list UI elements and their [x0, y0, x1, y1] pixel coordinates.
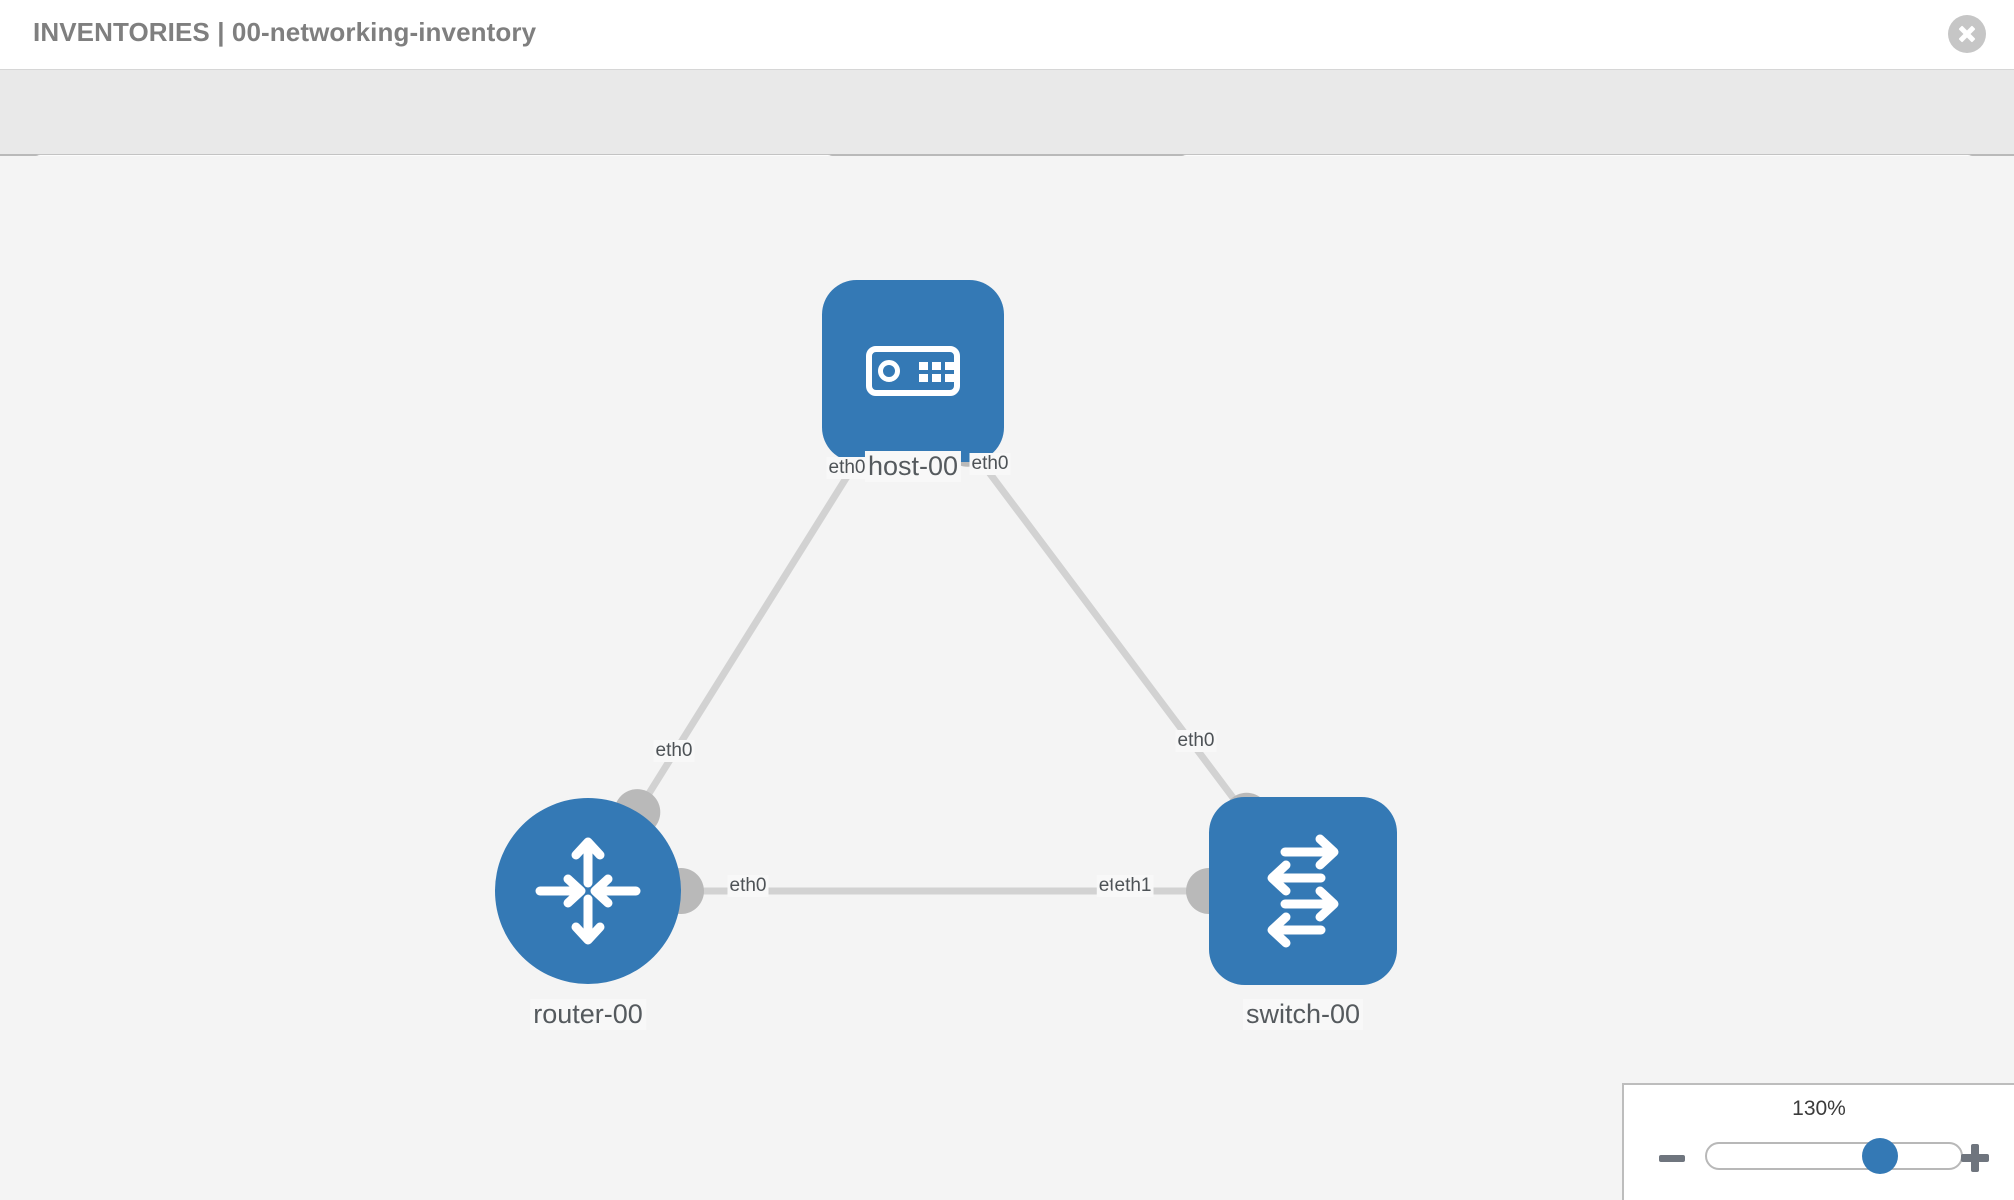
interface-label: eth0: [1175, 730, 1217, 752]
topology-graph: [495, 280, 1397, 985]
interface-label: eth0: [727, 875, 769, 897]
interface-label: eth1: [1112, 875, 1154, 897]
interface-label: eth0: [969, 453, 1011, 475]
plus-icon-vertical: [1971, 1144, 1979, 1172]
node-label-switch-00: switch-00: [1242, 999, 1364, 1030]
zoom-out-button[interactable]: [1657, 1143, 1687, 1173]
topology-node-router-00[interactable]: [495, 798, 681, 984]
zoom-control-panel: 130%: [1622, 1083, 2014, 1200]
topology-links: [634, 441, 1250, 895]
topology-nodes: [495, 280, 1397, 985]
zoom-in-button[interactable]: [1960, 1143, 1990, 1173]
topology-canvas[interactable]: host-00 router-00 switch-00 eth0 eth0 eth0 eth…: [0, 156, 2014, 1200]
zoom-level-value: 130%: [1792, 1097, 1846, 1120]
topology-ports: [614, 420, 1270, 914]
toolbar: ACTIONS SEARCH: [0, 70, 2014, 206]
zoom-slider[interactable]: [1705, 1138, 1963, 1174]
node-label-router-00: router-00: [530, 999, 646, 1030]
topology-node-host-00[interactable]: [822, 280, 1004, 462]
node-label-host-00: host-00: [864, 451, 962, 482]
zoom-slider-thumb[interactable]: [1861, 1138, 1898, 1174]
minus-icon: [1659, 1155, 1685, 1162]
topology-link[interactable]: [964, 441, 1250, 818]
topology-node-switch-00[interactable]: [1209, 797, 1397, 985]
interface-label: eth0: [826, 457, 868, 479]
interface-label: eth0: [653, 740, 695, 762]
close-icon[interactable]: [1948, 15, 1986, 53]
page-title: INVENTORIES | 00-networking-inventory: [33, 17, 537, 47]
page-header: INVENTORIES | 00-networking-inventory: [0, 0, 2014, 70]
